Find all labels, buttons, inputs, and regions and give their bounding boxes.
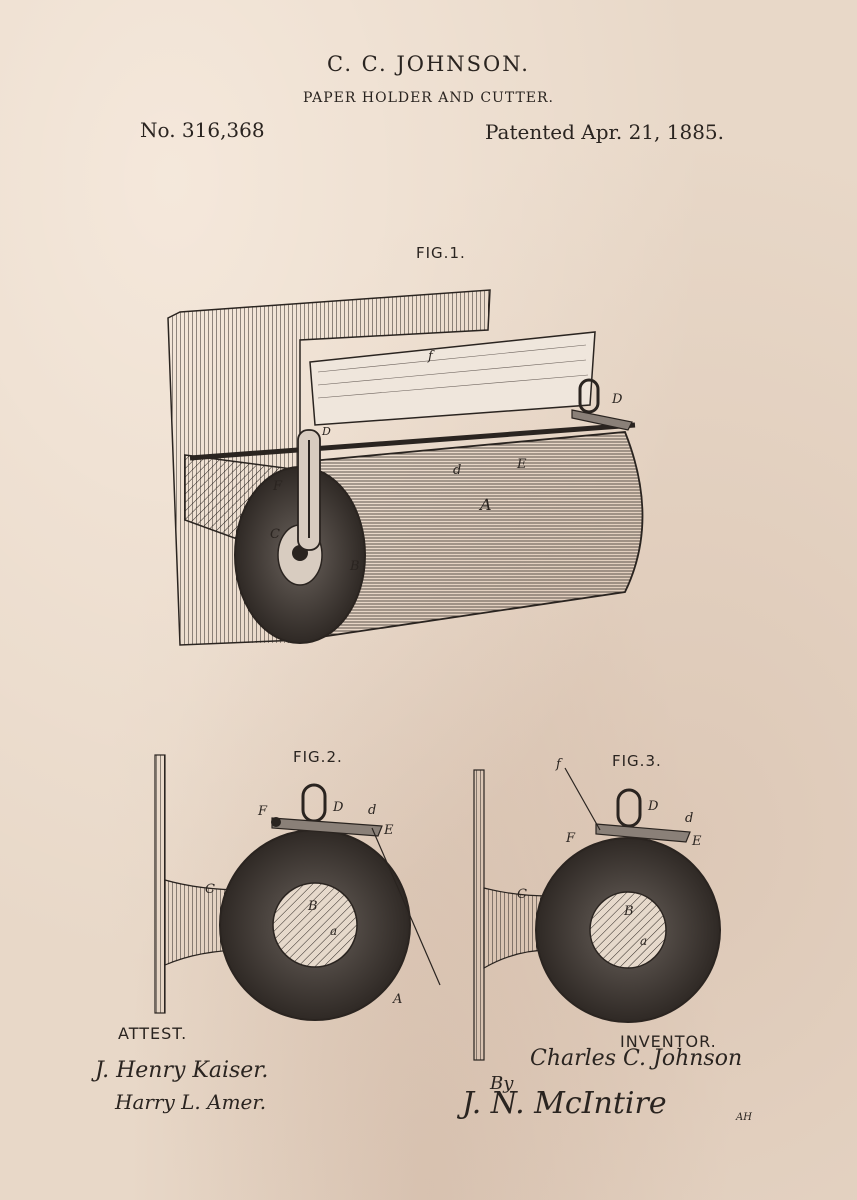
fig1-label: FIG.1. bbox=[416, 244, 466, 262]
by-label: By bbox=[490, 1073, 514, 1094]
patent-date: Patented Apr. 21, 1885. bbox=[484, 120, 724, 144]
fig1-ref-f: f bbox=[427, 349, 435, 364]
fig3-ref-f: f bbox=[555, 757, 563, 772]
fig1-ref-E: E bbox=[516, 457, 527, 472]
fig2-ref-D: D bbox=[332, 800, 344, 815]
fig2-ref-a: a bbox=[330, 924, 337, 938]
fig2-ref-F: F bbox=[257, 804, 268, 819]
fig2-ref-E: E bbox=[383, 823, 394, 838]
attorney-signature: J. N. McIntire bbox=[462, 1086, 667, 1121]
patent-number: No. 316,368 bbox=[140, 118, 265, 142]
fig3-label: FIG.3. bbox=[612, 752, 662, 770]
fig1-drawing: f D D d E A F C B bbox=[167, 289, 644, 646]
witness-signature-2: Harry L. Amer. bbox=[115, 1090, 267, 1114]
inventor-signature: Charles C. Johnson bbox=[530, 1046, 743, 1071]
fig1-ref-C: C bbox=[270, 527, 280, 542]
fig3-ref-E: E bbox=[691, 834, 702, 849]
fig2-ref-A: A bbox=[392, 992, 402, 1007]
fig1-ref-A: A bbox=[478, 495, 492, 514]
fig2-ref-C: C bbox=[205, 882, 215, 897]
attest-label: ATTEST. bbox=[118, 1024, 188, 1043]
fig2-label: FIG.2. bbox=[293, 748, 343, 766]
fig1-ref-B: B bbox=[349, 559, 360, 574]
fig3-ref-C: C bbox=[517, 887, 527, 902]
inventor-label: INVENTOR. bbox=[620, 1032, 717, 1051]
fig2-ref-B: B bbox=[307, 899, 318, 914]
witness-signature-1: J. Henry Kaiser. bbox=[95, 1058, 269, 1083]
fig3-drawing: f D d F E C B a bbox=[473, 757, 721, 1061]
fig1-ref-F: F bbox=[272, 479, 283, 494]
fig3-ref-F: F bbox=[565, 831, 576, 846]
fig1-ref-D2: D bbox=[321, 425, 331, 438]
inventor-name-header: C. C. JOHNSON. bbox=[327, 52, 530, 76]
fig3-ref-B: B bbox=[623, 904, 634, 919]
fig1-ref-D: D bbox=[611, 392, 623, 407]
fig3-ref-D: D bbox=[647, 799, 659, 814]
fig1-ref-d: d bbox=[453, 463, 461, 478]
fig2-ref-d: d bbox=[368, 803, 376, 818]
fig2-drawing: F D d E C B a A bbox=[154, 754, 441, 1021]
attorney-suffix: AH bbox=[736, 1112, 752, 1123]
fig3-ref-a: a bbox=[640, 934, 647, 948]
patent-title: PAPER HOLDER AND CUTTER. bbox=[303, 90, 554, 106]
fig3-ref-d: d bbox=[685, 811, 693, 826]
